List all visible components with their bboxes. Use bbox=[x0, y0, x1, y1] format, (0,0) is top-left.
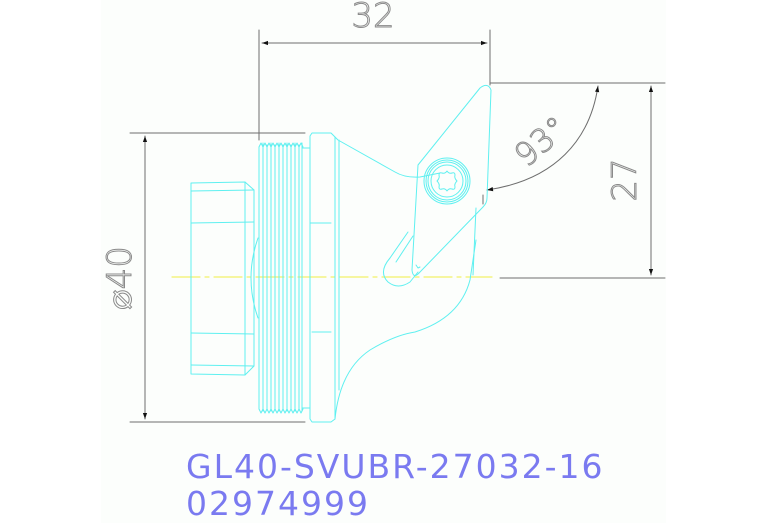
dimension-diameter: ⌀40 bbox=[100, 132, 306, 423]
dimension-angle-label: 93° bbox=[507, 109, 575, 175]
part-code-label: GL40-SVUBR-27032-16 bbox=[186, 447, 605, 486]
thread-section bbox=[258, 142, 311, 414]
dimension-height-label: 27 bbox=[605, 158, 645, 201]
torx-screw-icon bbox=[423, 157, 471, 205]
dimension-length-label: 32 bbox=[351, 0, 394, 36]
tool-head bbox=[334, 84, 492, 420]
angle-arc bbox=[486, 85, 600, 192]
part-number-label: 02974999 bbox=[186, 484, 370, 523]
dimension-angle: 93° bbox=[482, 85, 600, 205]
shank-nut bbox=[190, 181, 259, 376]
dimension-diameter-label: ⌀40 bbox=[100, 246, 140, 310]
toolholder-part bbox=[190, 84, 492, 423]
dimension-length: 32 bbox=[258, 0, 491, 141]
dimension-height: 27 bbox=[489, 82, 666, 279]
